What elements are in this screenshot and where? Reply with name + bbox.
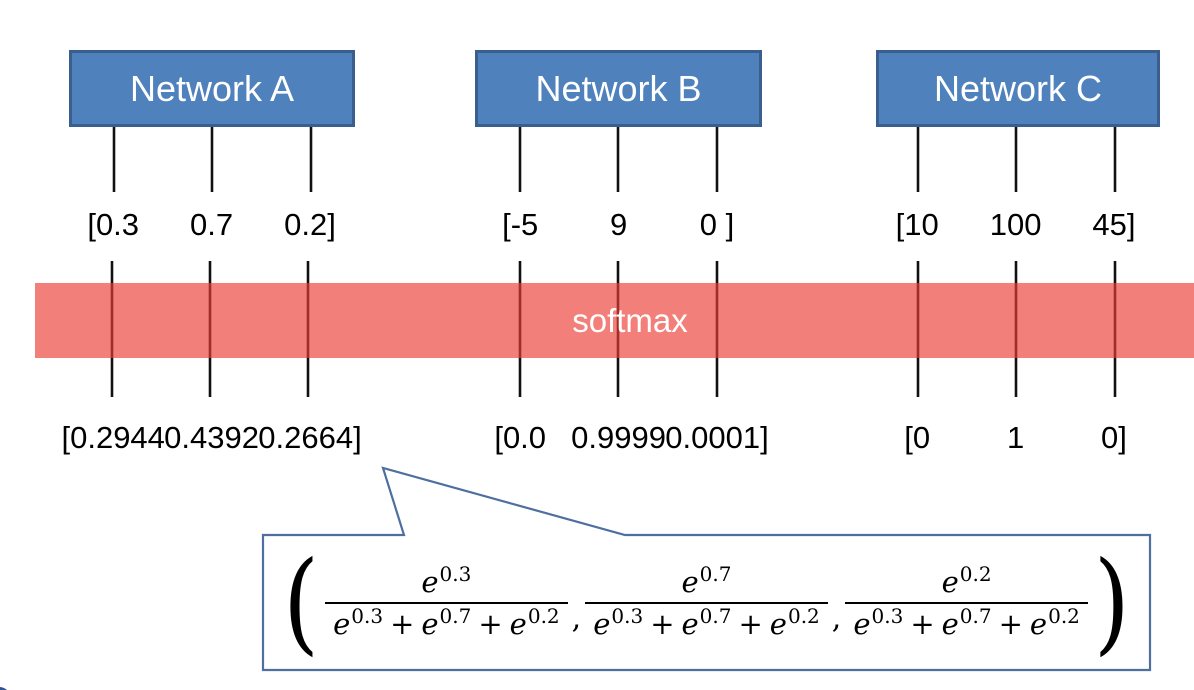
network-c-input-vector: [10 100 45] (868, 203, 1163, 247)
input-value: 0 ] (699, 207, 735, 242)
formula-comma: , (831, 601, 842, 636)
input-value: 9 (609, 207, 628, 242)
close-paren: ) (1093, 537, 1130, 667)
input-value: 45] (1092, 207, 1136, 242)
network-a-output-vector: [0.2944 0.4392 0.2664] (61, 416, 362, 460)
callout-bubble (261, 466, 1152, 672)
formula-fraction-2: e0.7 e0.3+e0.7+e0.2 (585, 562, 828, 641)
input-value: 0.2] (284, 207, 336, 242)
input-value: [10 (895, 207, 939, 242)
output-value: [0.0 (494, 420, 547, 455)
output-value: [0.2944 (61, 420, 165, 455)
output-value: 0.9999 (571, 420, 666, 455)
softmax-formula: ( e0.3 e0.3+e0.7+e0.2 , e0.7 e0.3+e0.7+e… (263, 535, 1150, 670)
network-b-label: Network B (535, 67, 702, 109)
output-value: 0.2664] (258, 420, 362, 455)
input-value: 100 (989, 207, 1042, 242)
network-b-input-vector: [-5 9 0 ] (471, 203, 766, 247)
network-c-output-vector: [0 1 0] (868, 416, 1163, 460)
output-value: 0.0001] (665, 420, 769, 455)
input-value: 0.7 (190, 207, 234, 242)
formula-fraction-3: e0.2 e0.3+e0.7+e0.2 (845, 562, 1088, 641)
output-value: 1 (1006, 420, 1025, 455)
formula-fraction-1: e0.3 e0.3+e0.7+e0.2 (325, 562, 568, 641)
input-value: [0.3 (87, 207, 140, 242)
formula-comma: , (571, 601, 582, 636)
network-a-box: Network A (69, 50, 355, 127)
network-a-input-vector: [0.3 0.7 0.2] (64, 203, 359, 247)
network-b-output-vector: [0.0 0.9999 0.0001] (471, 416, 769, 460)
softmax-band-label: softmax (572, 301, 688, 339)
network-c-box: Network C (876, 50, 1160, 127)
output-value: 0.4392 (164, 420, 259, 455)
input-value: [-5 (502, 207, 539, 242)
network-a-label: Network A (129, 67, 295, 109)
corner-decoration (0, 687, 7, 690)
output-value: 0] (1101, 420, 1127, 455)
open-paren: ( (283, 537, 320, 667)
softmax-band (35, 283, 1194, 358)
network-b-box: Network B (475, 50, 762, 127)
output-value: [0 (904, 420, 931, 455)
network-c-label: Network C (933, 67, 1103, 109)
